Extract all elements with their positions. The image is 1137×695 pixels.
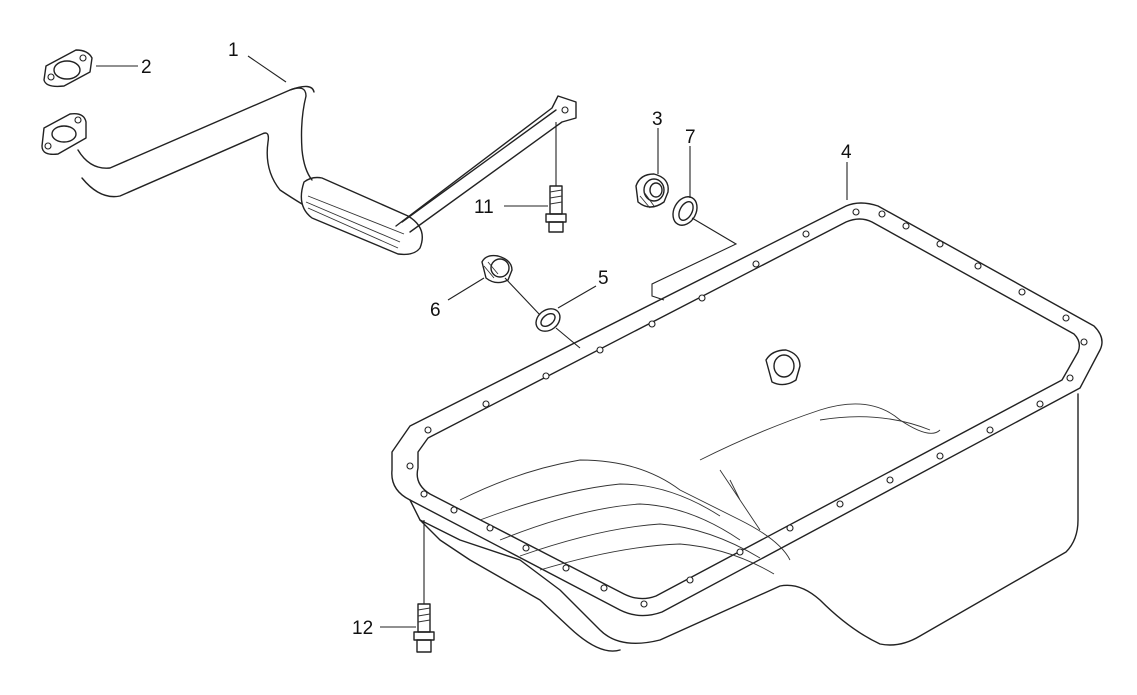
callout-3: 3 — [652, 109, 663, 130]
part-12-bolt — [413, 520, 435, 653]
callout-1: 1 — [228, 40, 239, 61]
callout-12: 12 — [352, 618, 373, 639]
part-7-washer — [672, 196, 698, 226]
alignment-lines — [504, 217, 738, 349]
callout-7: 7 — [685, 127, 696, 148]
callout-11: 11 — [474, 197, 494, 218]
callout-labels: 1 2 3 4 5 6 7 11 12 — [141, 40, 852, 639]
part-6-drain-plug — [481, 254, 513, 284]
part-4-oil-pan — [391, 202, 1103, 652]
callout-4: 4 — [841, 142, 852, 163]
part-3-plug — [635, 173, 669, 209]
part-5-washer — [535, 308, 561, 332]
part-2-gasket — [43, 49, 93, 88]
callout-2: 2 — [141, 57, 152, 78]
part-11-bolt — [545, 122, 567, 233]
callout-6: 6 — [430, 300, 441, 321]
part-1-oil-pickup-tube — [41, 85, 577, 256]
callout-5: 5 — [598, 268, 609, 289]
leader-lines — [96, 55, 848, 628]
